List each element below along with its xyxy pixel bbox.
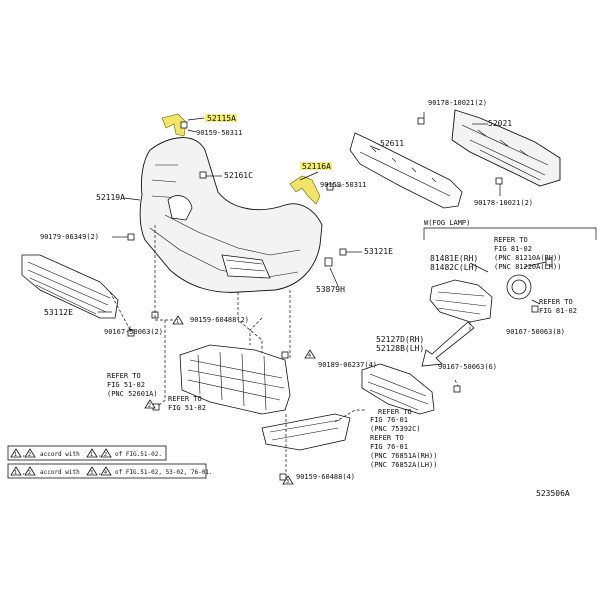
ref6-line4: (PNC 76852A(LH)) <box>370 461 437 469</box>
ref1-line2: FIG 51-02 <box>107 381 145 389</box>
note1-text-fig: of FIG.51-02. <box>115 451 162 458</box>
note-box-1: 1 , 2 accord with 1 , 2 of FIG.51-02. <box>7 445 167 461</box>
label-90159-50311a: 90159-50311 <box>196 129 242 137</box>
diagram-id: 523506A <box>536 489 570 498</box>
label-52119A: 52119A <box>96 193 125 202</box>
svg-text:3: 3 <box>90 470 93 476</box>
callout-1: 1 <box>176 319 179 325</box>
ref6-line3: (PNC 76851A(RH)) <box>370 452 437 460</box>
svg-text:2: 2 <box>28 470 31 476</box>
direction-arrow <box>421 321 475 367</box>
ref1-line1: REFER TO <box>107 372 141 380</box>
part-labels: 52115A 90159-50311 52116A 90159-50311 52… <box>40 99 565 481</box>
label-52127: 52127D(RH) <box>376 335 424 344</box>
svg-text:4: 4 <box>104 470 107 476</box>
svg-text:1: 1 <box>90 452 93 458</box>
label-52161C: 52161C <box>224 171 253 180</box>
bracket-52116A <box>289 175 321 205</box>
label-81481: 81481E(RH) <box>430 254 478 263</box>
note-box-2: 1 , 2 accord with 3 , 4 of FIG.51-02, 53… <box>7 463 213 479</box>
bumper-cover <box>139 137 323 293</box>
ref3-line4: (PNC 81220A(LH)) <box>494 263 561 271</box>
ref4-line2: FIG 81-02 <box>539 307 577 315</box>
label-52116A: 52116A <box>302 162 331 171</box>
svg-text:,: , <box>98 469 102 476</box>
energy-absorber <box>349 132 463 209</box>
callout-3: 3 <box>286 479 289 485</box>
callout-4: 4 <box>308 353 311 359</box>
label-53112E: 53112E <box>44 308 73 317</box>
label-90159-60488b: 90159-60488(4) <box>296 473 355 481</box>
note1-text-accord: accord with <box>40 451 80 458</box>
lower-cover-lh <box>361 363 435 415</box>
ref5-line1: REFER TO <box>378 408 412 416</box>
label-90159-60488a: 90159-60488(2) <box>190 316 249 324</box>
ref5-line3: (PNC 75392C) <box>370 425 421 433</box>
label-90167a: 90167-50063(2) <box>104 328 163 336</box>
triangle-callouts: 1 4 2 3 <box>144 315 316 485</box>
label-52021: 52021 <box>488 119 512 128</box>
label-52128: 52128B(LH) <box>376 344 424 353</box>
ref2-line2: FIG 51-02 <box>168 404 206 412</box>
svg-text:,: , <box>98 451 102 458</box>
lower-moulding <box>261 413 351 451</box>
label-90167c: 90167-50063(6) <box>438 363 497 371</box>
label-90178a: 90178-10021(2) <box>428 99 487 107</box>
ref1-line3: (PNC 52601A) <box>107 390 158 398</box>
svg-text:1: 1 <box>14 452 17 458</box>
ref3-line1: REFER TO <box>494 236 528 244</box>
ref5-line2: FIG 76-01 <box>370 416 408 424</box>
svg-text:,: , <box>22 469 26 476</box>
ref6-line2: FIG 76-01 <box>370 443 408 451</box>
ref6-line1: REFER TO <box>370 434 404 442</box>
note2-text-fig: of FIG.51-02, 53-02, 76-01. <box>115 469 213 476</box>
bumper-reinforcement <box>451 109 561 187</box>
ref4-line1: REFER TO <box>539 298 573 306</box>
lower-grille <box>21 254 119 319</box>
label-52611: 52611 <box>380 139 404 148</box>
label-52115A: 52115A <box>207 114 236 123</box>
svg-text:,: , <box>22 451 26 458</box>
dashed-lines <box>109 225 471 474</box>
label-90179: 90179-06349(2) <box>40 233 99 241</box>
under-cover <box>179 344 291 415</box>
svg-text:1: 1 <box>14 470 17 476</box>
ref3-line3: (PNC 81210A(RH)) <box>494 254 561 262</box>
ref2-line1: REFER TO <box>168 395 202 403</box>
svg-text:2: 2 <box>28 452 31 458</box>
ref3-line2: FIG 81-02 <box>494 245 532 253</box>
refer-blocks: REFER TO FIG 51-02 (PNC 52601A) REFER TO… <box>107 236 577 469</box>
note2-text-accord: accord with <box>40 469 80 476</box>
label-53879H: 53879H <box>316 285 345 294</box>
label-53121E: 53121E <box>364 247 393 256</box>
label-90178b: 90178-10021(2) <box>474 199 533 207</box>
leader-lines <box>98 112 547 332</box>
fog-lamp-bracket <box>423 227 597 240</box>
label-90189: 90189-06237(4) <box>318 361 377 369</box>
callout-2: 2 <box>148 403 151 409</box>
fog-lamp-bezel <box>429 274 532 323</box>
label-90167b: 90167-50063(8) <box>506 328 565 336</box>
label-81482: 81482C(LH) <box>430 263 478 272</box>
bracket-52115A <box>161 113 187 137</box>
fog-lamp-label: W(FOG LAMP) <box>424 219 470 227</box>
label-90159-50311b: 90159-50311 <box>320 181 366 189</box>
svg-text:2: 2 <box>104 452 107 458</box>
